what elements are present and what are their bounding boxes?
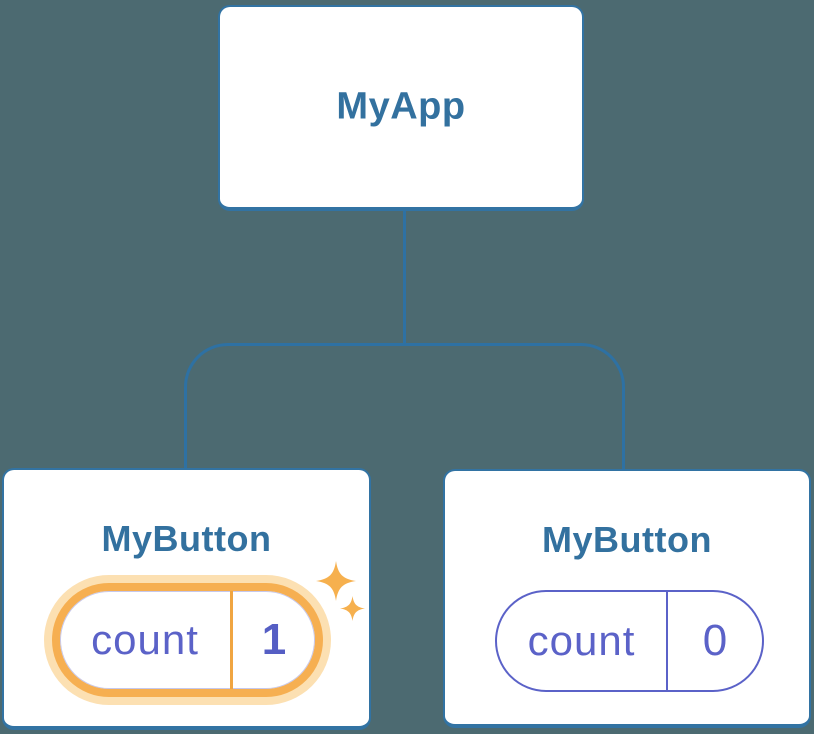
child-node-label: MyButton bbox=[542, 519, 712, 560]
state-key: count bbox=[91, 616, 199, 663]
connector-branch bbox=[184, 343, 625, 470]
sparkle-icon-large bbox=[316, 561, 356, 601]
state-pill-highlighted: count 1 bbox=[52, 583, 323, 697]
connector-trunk bbox=[403, 210, 406, 345]
state-key: count bbox=[527, 617, 636, 664]
root-node-myapp: MyApp bbox=[218, 5, 584, 211]
sparkle-icon-small bbox=[340, 596, 365, 621]
child-node-mybutton-1: MyButton count 1 bbox=[2, 468, 371, 730]
state-pill: count 0 bbox=[495, 590, 764, 692]
root-node-label: MyApp bbox=[336, 85, 466, 128]
state-value: 0 bbox=[666, 592, 762, 690]
state-value: 1 bbox=[230, 591, 315, 689]
child-node-mybutton-2: MyButton count 0 bbox=[443, 469, 811, 728]
child-node-label: MyButton bbox=[101, 518, 272, 559]
